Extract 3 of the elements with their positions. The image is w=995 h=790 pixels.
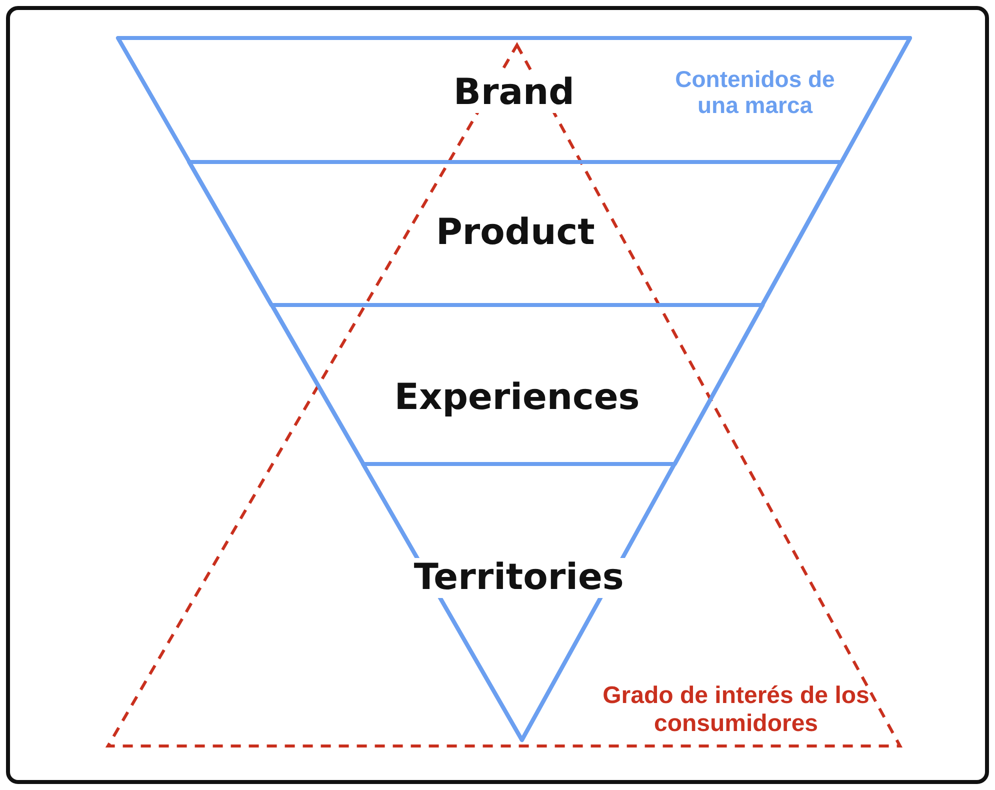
annotation-text: Contenidos de una marca — [674, 66, 836, 119]
band-label: Territories — [412, 558, 626, 598]
annotation-text: Grado de interés de los consumidores — [602, 682, 870, 738]
